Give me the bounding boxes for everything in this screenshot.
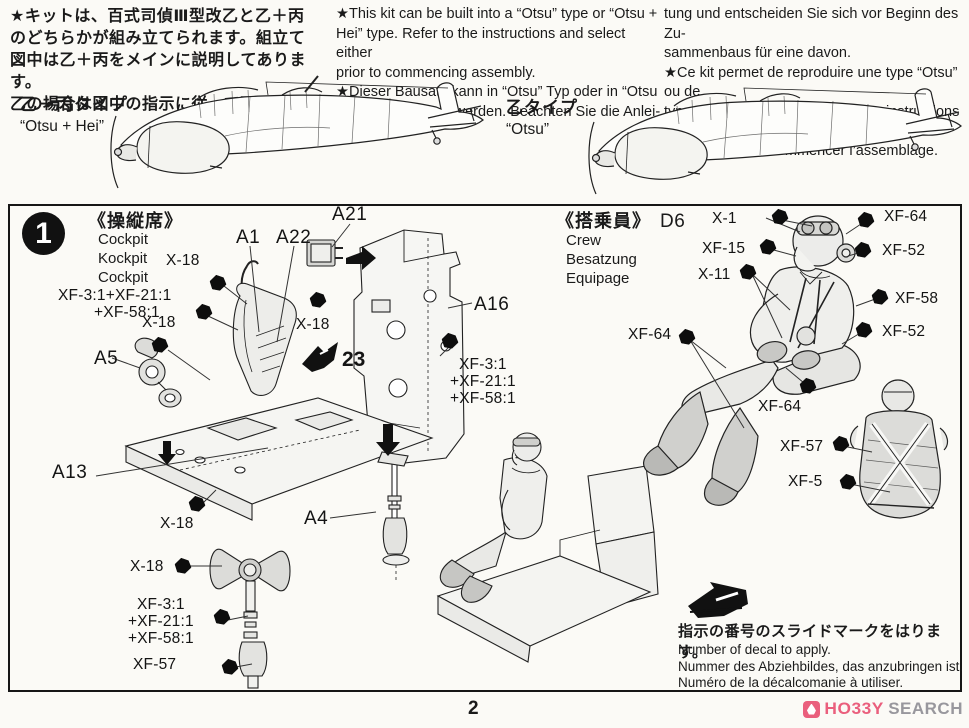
crew-section-header: 《搭乗員》 D6 bbox=[556, 207, 685, 233]
decal-note-translations: Number of decal to apply. Nummer des Abz… bbox=[678, 642, 964, 690]
aircraft-type-right-en: “Otsu” bbox=[506, 121, 550, 138]
aircraft-drawing-otsu bbox=[588, 87, 962, 195]
decal-arrow-icon-23 bbox=[302, 342, 338, 372]
hobby-search-logo-icon bbox=[802, 700, 820, 718]
crew-section-title-jp: 《搭乗員》 bbox=[556, 211, 651, 231]
pilot-figure-small-drawing bbox=[436, 432, 659, 663]
aircraft-type-right: 乙タイプ “Otsu” bbox=[506, 93, 578, 139]
hobby-search-watermark: HO33Y SEARCH bbox=[802, 699, 963, 719]
cockpit-section-title-jp: 《操縦席》 bbox=[88, 211, 183, 231]
crew-section-title-translations: Crew Besatzung Equipage bbox=[566, 232, 637, 287]
aircraft-type-right-jp: 乙タイプ bbox=[506, 98, 578, 117]
step-1-box bbox=[8, 204, 962, 692]
aircraft-drawing-otsu-hei bbox=[110, 75, 484, 189]
hobby-logo-search: SEARCH bbox=[888, 699, 963, 718]
pilot-figure-large-drawing bbox=[643, 215, 861, 506]
hobby-logo-brand: HO33Y bbox=[824, 699, 884, 718]
page-number: 2 bbox=[468, 698, 479, 719]
crew-part-number: D6 bbox=[660, 211, 686, 232]
aircraft-type-left: 乙＋丙タイプ “Otsu + Hei” bbox=[20, 90, 128, 136]
decal-arrow-icon bbox=[688, 582, 748, 618]
step-number-badge: 1 bbox=[22, 212, 65, 255]
cockpit-section-title-translations: Cockpit Kockpit Cockpit bbox=[98, 231, 149, 286]
step-number: 1 bbox=[35, 216, 52, 250]
aircraft-type-left-en: “Otsu + Hei” bbox=[20, 118, 104, 135]
assembly-arrows bbox=[158, 246, 400, 465]
cockpit-assembly-drawing bbox=[124, 229, 465, 689]
aircraft-type-left-jp: 乙＋丙タイプ bbox=[20, 95, 128, 114]
crew-back-view-drawing bbox=[849, 379, 949, 519]
decal-note-jp: 指示の番号のスライドマークをはります。 bbox=[678, 623, 942, 661]
note-japanese: ★キットは、百式司偵Ⅲ型改乙と乙＋丙 のどちらかが組み立てられます。組立て 図中… bbox=[10, 8, 307, 113]
